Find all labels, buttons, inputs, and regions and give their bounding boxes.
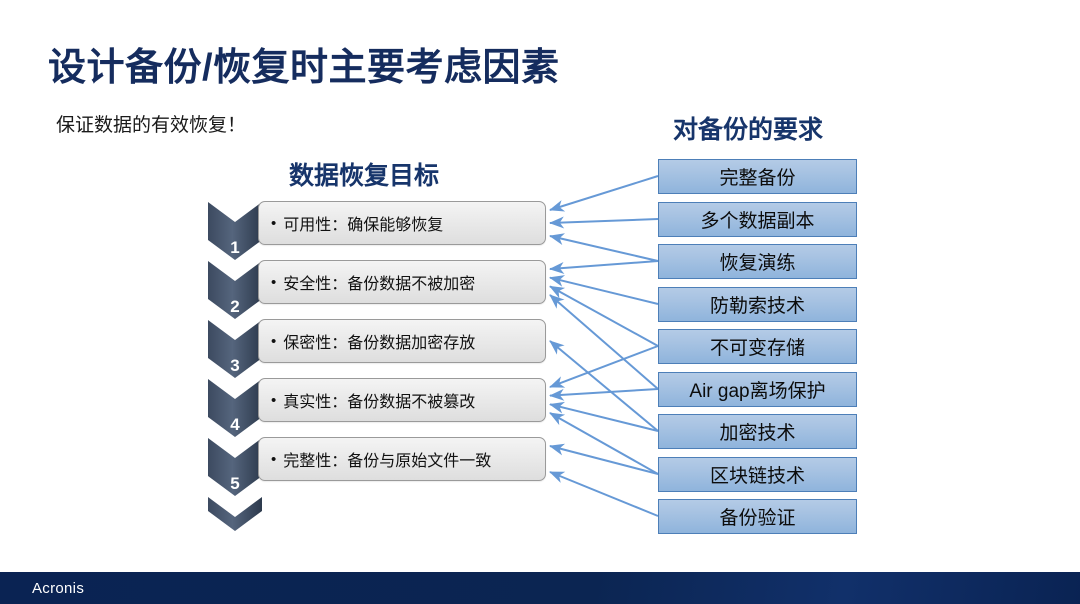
requirement-label: 区块链技术 <box>709 466 805 487</box>
goal-row[interactable]: 2•安全性：备份数据不被加密 <box>206 259 551 319</box>
requirement-box[interactable]: 防勒索技术 <box>658 287 857 322</box>
goal-item-label: 真实性：备份数据不被篡改 <box>283 394 476 411</box>
connector-arrow <box>549 216 659 229</box>
connector-arrow <box>549 233 659 262</box>
goal-item-label: 可用性：确保能够恢复 <box>283 217 444 234</box>
requirement-label: 多个数据副本 <box>700 211 815 232</box>
requirement-box[interactable]: 不可变存储 <box>658 329 857 364</box>
connector-arrow <box>549 345 659 388</box>
requirement-label: 备份验证 <box>719 508 796 529</box>
goal-row[interactable]: 1•可用性：确保能够恢复 <box>206 200 551 260</box>
connector-arrow <box>549 260 659 274</box>
acronis-logo: Acronis <box>32 580 85 597</box>
goal-item-box[interactable]: • 可用性：确保能够恢复 <box>258 201 546 245</box>
bullet-icon: • <box>271 332 277 350</box>
left-column-heading: 数据恢复目标 <box>289 162 440 190</box>
goal-item-box[interactable]: • 保密性：备份数据加密存放 <box>258 319 546 363</box>
bullet-icon: • <box>271 450 277 468</box>
requirement-box[interactable]: 加密技术 <box>658 414 857 449</box>
goal-row[interactable]: 5•完整性：备份与原始文件一致 <box>206 436 551 496</box>
footer-bar: Acronis <box>0 572 1080 604</box>
goal-row[interactable]: 3•保密性：备份数据加密存放 <box>206 318 551 378</box>
bullet-icon: • <box>271 391 277 409</box>
goal-item-label: 完整性：备份与原始文件一致 <box>283 453 492 470</box>
requirement-box[interactable]: 完整备份 <box>658 159 857 194</box>
connector-arrow <box>549 340 659 432</box>
goal-item-box[interactable]: • 真实性：备份数据不被篡改 <box>258 378 546 422</box>
requirement-label: 防勒索技术 <box>709 296 805 317</box>
goal-item-box[interactable]: • 完整性：备份与原始文件一致 <box>258 437 546 481</box>
connector-arrow <box>549 412 659 475</box>
connector-arrow <box>549 401 659 432</box>
requirement-box[interactable]: 备份验证 <box>658 499 857 534</box>
goal-item-box[interactable]: • 安全性：备份数据不被加密 <box>258 260 546 304</box>
requirement-box[interactable]: 区块链技术 <box>658 457 857 492</box>
right-column-heading: 对备份的要求 <box>673 116 824 144</box>
requirement-box[interactable]: Air gap离场保护 <box>658 372 857 407</box>
connector-arrow <box>549 275 659 305</box>
connector-arrow <box>549 471 659 517</box>
requirement-box[interactable]: 多个数据副本 <box>658 202 857 237</box>
connector-arrow <box>549 388 659 401</box>
goal-item-label: 安全性：备份数据不被加密 <box>283 276 476 293</box>
chevron-tail-icon <box>206 495 264 571</box>
connector-arrow <box>549 294 659 390</box>
bullet-icon: • <box>271 273 277 291</box>
bullet-icon: • <box>271 214 277 232</box>
requirement-label: 不可变存储 <box>709 338 805 359</box>
requirement-label: 恢复演练 <box>719 253 796 274</box>
goal-item-label: 保密性：备份数据加密存放 <box>283 335 476 352</box>
requirement-label: 加密技术 <box>719 423 796 444</box>
connector-arrow <box>549 285 659 347</box>
requirement-box[interactable]: 恢复演练 <box>658 244 857 279</box>
connector-arrow <box>549 175 659 212</box>
requirement-label: 完整备份 <box>719 168 796 189</box>
page-subtitle: 保证数据的有效恢复！ <box>56 115 247 136</box>
requirement-label: Air gap离场保护 <box>689 381 826 402</box>
page-title: 设计备份/恢复时主要考虑因素 <box>48 47 560 89</box>
goal-row[interactable]: 4•真实性：备份数据不被篡改 <box>206 377 551 437</box>
connector-arrow <box>549 443 659 475</box>
